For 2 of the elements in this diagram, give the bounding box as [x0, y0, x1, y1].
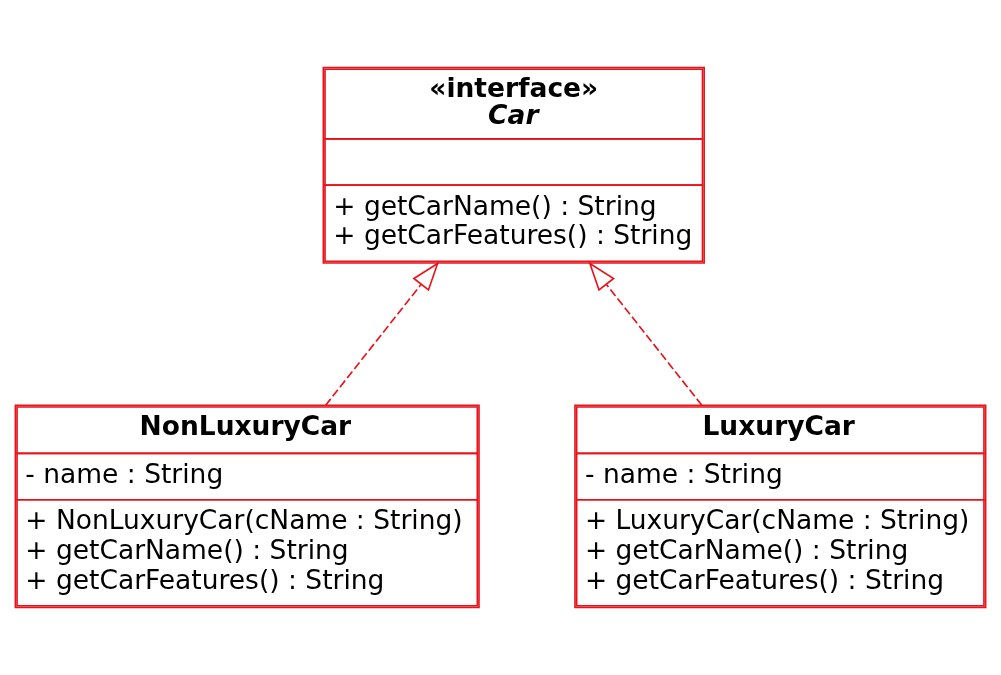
arrow [324, 261, 440, 407]
arrow [588, 261, 703, 407]
